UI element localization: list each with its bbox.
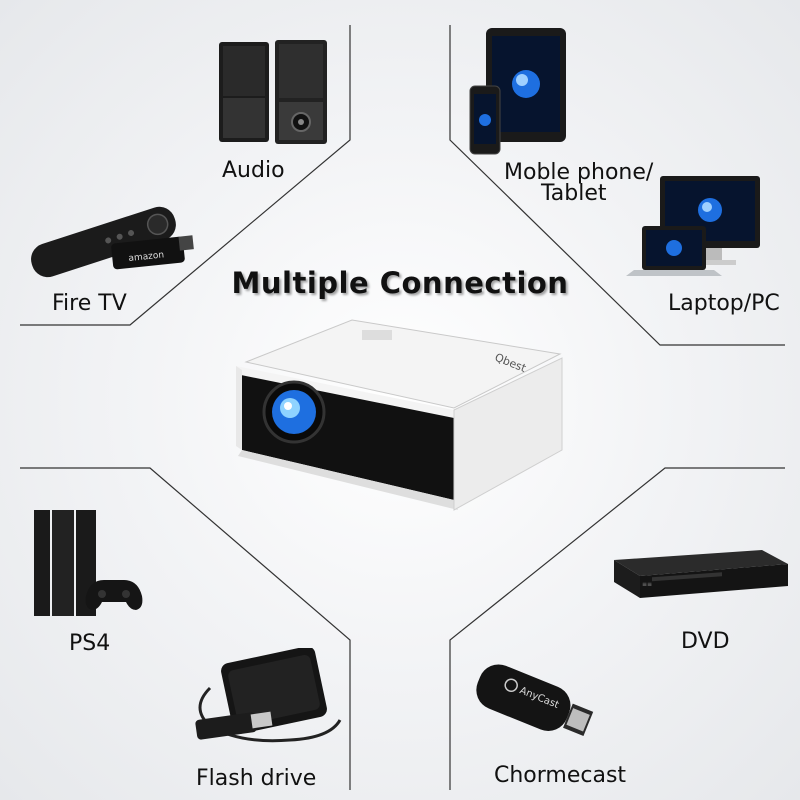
fire-tv-icon: amazon (20, 196, 200, 286)
flash-drive-label: Flash drive (196, 766, 317, 791)
projector-icon: Qbest (232, 310, 577, 520)
ps4-label: PS4 (69, 631, 111, 656)
fire-tv-stick-text: amazon (128, 250, 165, 264)
ps4-icon (30, 508, 150, 620)
mobile-label-line1: Moble phone/ (504, 160, 654, 185)
phone-tablet-icon (468, 28, 568, 158)
laptop-pc-icon (604, 172, 764, 282)
divider-top-left (20, 25, 351, 326)
divider-top-right (449, 25, 785, 346)
laptop-label: Laptop/PC (668, 291, 780, 316)
fire-tv-label: Fire TV (52, 291, 127, 316)
dvd-label: DVD (681, 629, 730, 654)
chromecast-icon: AnyCast (466, 662, 602, 754)
divider-bottom-right (449, 467, 785, 790)
mobile-label-line2: Tablet (541, 181, 607, 206)
svg-text:≡≡: ≡≡ (642, 581, 652, 588)
page-title: Multiple Connection (231, 266, 569, 300)
flash-drive-icon (186, 648, 346, 748)
speakers-icon (215, 36, 330, 148)
dvd-player-icon: ≡≡ (612, 546, 790, 606)
chromecast-label: Chormecast (494, 763, 627, 788)
audio-label: Audio (222, 158, 285, 183)
divider-bottom-left (20, 467, 351, 790)
